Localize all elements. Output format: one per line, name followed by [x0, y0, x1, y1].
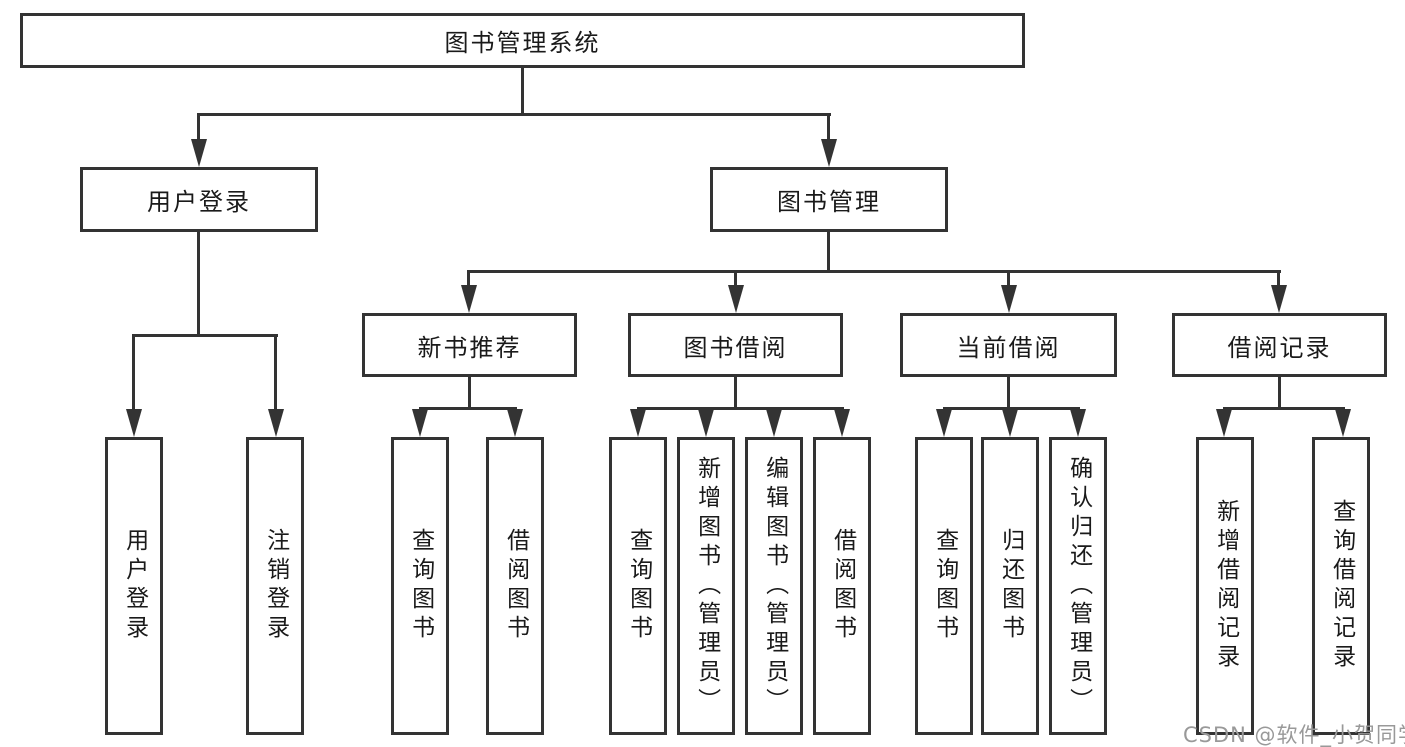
arrow-down-icon: [766, 409, 782, 437]
leaf-add-book-admin: 新增图书（管理员）: [677, 437, 735, 735]
leaf-borrow-book-1-label: 借阅图书: [502, 528, 529, 644]
connector-current-stem: [1007, 377, 1010, 409]
leaf-query-book-1-label: 查询图书: [407, 528, 434, 644]
connector-records-bar: [1223, 407, 1345, 410]
leaf-add-borrow-record: 新增借阅记录: [1196, 437, 1254, 735]
leaf-confirm-return-admin: 确认归还（管理员）: [1049, 437, 1107, 735]
arrow-down-icon: [728, 285, 744, 313]
leaf-edit-book-admin-label: 编辑图书（管理员）: [761, 455, 788, 717]
csdn-watermark: CSDN @软件_小贺同学: [1183, 723, 1405, 747]
leaf-user-login-label: 用户登录: [121, 528, 148, 644]
node-book-management: 图书管理: [710, 167, 948, 232]
leaf-borrow-book-2-label: 借阅图书: [829, 528, 856, 644]
arrow-down-icon: [1070, 409, 1086, 437]
connector-root-left-shaft: [197, 113, 200, 141]
leaf-return-book: 归还图书: [981, 437, 1039, 735]
arrow-down-icon: [461, 285, 477, 313]
connector-current-bar: [943, 407, 1080, 410]
leaf-return-book-label: 归还图书: [997, 528, 1024, 644]
connector-userlogin-shaft-2: [274, 334, 277, 411]
node-root-label: 图书管理系统: [444, 29, 601, 57]
leaf-query-borrow-record: 查询借阅记录: [1312, 437, 1370, 735]
leaf-query-book-2-label: 查询图书: [625, 528, 652, 644]
leaf-user-login: 用户登录: [105, 437, 163, 735]
arrow-down-icon: [268, 409, 284, 437]
connector-userlogin-bar: [133, 334, 278, 337]
arrow-down-icon: [1335, 409, 1351, 437]
connector-bookmgmt-stem: [827, 232, 830, 273]
node-new-book-recommend-label: 新书推荐: [417, 333, 522, 362]
arrow-down-icon: [126, 409, 142, 437]
connector-userlogin-shaft-1: [132, 334, 135, 411]
leaf-query-book-1: 查询图书: [391, 437, 449, 735]
arrow-down-icon: [1216, 409, 1232, 437]
connector-records-stem: [1278, 377, 1281, 409]
leaf-query-book-2: 查询图书: [609, 437, 667, 735]
connector-root-bar: [198, 113, 831, 116]
node-book-borrow: 图书借阅: [628, 313, 843, 377]
arrow-down-icon: [698, 409, 714, 437]
node-book-borrow-label: 图书借阅: [683, 333, 788, 362]
connector-borrow-bar: [637, 407, 844, 410]
node-borrow-records-label: 借阅记录: [1227, 333, 1332, 362]
connector-root-stem: [521, 68, 524, 115]
arrow-down-icon: [1271, 285, 1287, 313]
connector-bookmgmt-bar: [467, 270, 1281, 273]
arrow-down-icon: [1002, 409, 1018, 437]
leaf-query-book-3: 查询图书: [915, 437, 973, 735]
connector-newrec-stem: [468, 377, 471, 409]
node-user-login: 用户登录: [80, 167, 318, 232]
connector-bookmgmt-shaft-3: [1007, 270, 1010, 287]
leaf-logout-label: 注销登录: [262, 528, 289, 644]
leaf-borrow-book-1: 借阅图书: [486, 437, 544, 735]
arrow-down-icon: [834, 409, 850, 437]
node-new-book-recommend: 新书推荐: [362, 313, 577, 377]
connector-bookmgmt-shaft-1: [467, 270, 470, 287]
node-root: 图书管理系统: [20, 13, 1025, 68]
node-borrow-records: 借阅记录: [1172, 313, 1387, 377]
node-user-login-label: 用户登录: [147, 188, 251, 216]
connector-newrec-bar: [419, 407, 517, 410]
arrow-down-icon: [412, 409, 428, 437]
connector-bookmgmt-shaft-4: [1277, 270, 1280, 287]
arrow-down-icon: [1001, 285, 1017, 313]
arrow-down-icon: [507, 409, 523, 437]
node-current-borrow: 当前借阅: [900, 313, 1117, 377]
leaf-edit-book-admin: 编辑图书（管理员）: [745, 437, 803, 735]
arrow-down-icon: [630, 409, 646, 437]
leaf-add-borrow-record-label: 新增借阅记录: [1212, 499, 1239, 673]
leaf-add-book-admin-label: 新增图书（管理员）: [693, 455, 720, 717]
arrow-down-icon: [936, 409, 952, 437]
leaf-logout: 注销登录: [246, 437, 304, 735]
node-book-management-label: 图书管理: [777, 188, 881, 216]
leaf-confirm-return-admin-label: 确认归还（管理员）: [1065, 455, 1092, 717]
connector-bookmgmt-shaft-2: [734, 270, 737, 287]
arrow-down-icon: [191, 139, 207, 167]
node-current-borrow-label: 当前借阅: [956, 333, 1061, 362]
leaf-borrow-book-2: 借阅图书: [813, 437, 871, 735]
connector-root-right-shaft: [827, 113, 830, 141]
leaf-query-book-3-label: 查询图书: [931, 528, 958, 644]
leaf-query-borrow-record-label: 查询借阅记录: [1328, 499, 1355, 673]
arrow-down-icon: [821, 139, 837, 167]
connector-borrow-stem: [734, 377, 737, 409]
connector-userlogin-stem: [197, 232, 200, 337]
